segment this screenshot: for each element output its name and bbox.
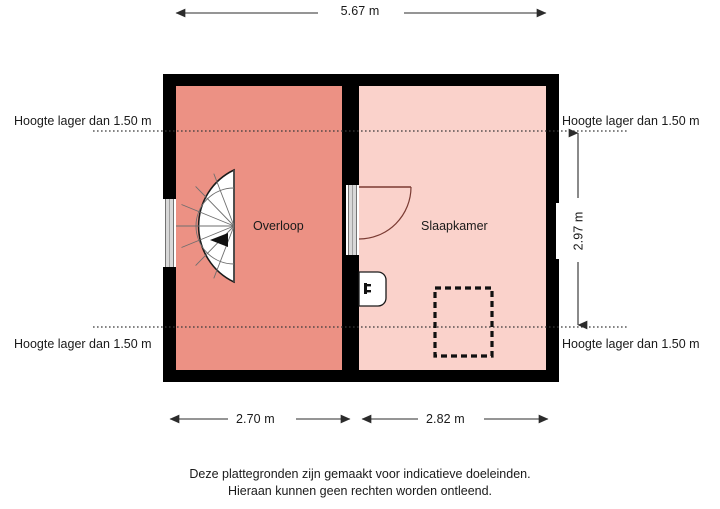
dimension-room-right-label: 2.82 m [422, 412, 469, 426]
room-label-overloop: Overloop [253, 219, 304, 233]
disclaimer: Deze plattegronden zijn gemaakt voor ind… [0, 466, 720, 500]
height-note-top-right: Hoogte lager dan 1.50 m [562, 114, 700, 128]
disclaimer-line-2: Hieraan kunnen geen rechten worden ontle… [227, 484, 493, 498]
window-left-wall [163, 193, 176, 273]
dashed-area-slaapkamer [433, 286, 494, 358]
walls [163, 74, 559, 382]
room-label-slaapkamer: Slaapkamer [421, 219, 488, 233]
dimension-depth: 2.97 m [556, 203, 600, 259]
dimension-depth-label: 2.97 m [570, 211, 585, 251]
height-note-top-left: Hoogte lager dan 1.50 m [14, 114, 152, 128]
height-limit-lines [93, 130, 627, 328]
dimension-total-width-label: 5.67 m [333, 4, 387, 18]
dimension-total-width: 5.67 m [0, 4, 720, 18]
height-note-bottom-right: Hoogte lager dan 1.50 m [562, 337, 700, 351]
spiral-staircase [176, 168, 235, 284]
disclaimer-line-1: Deze plattegronden zijn gemaakt voor ind… [189, 467, 531, 481]
door-swing-arc [358, 186, 412, 240]
height-note-bottom-left: Hoogte lager dan 1.50 m [14, 337, 152, 351]
door-slaapkamer [346, 179, 412, 261]
toilet-fixture [358, 271, 387, 307]
stair-direction-arrow [210, 233, 228, 247]
dimension-room-left-label: 2.70 m [232, 412, 279, 426]
